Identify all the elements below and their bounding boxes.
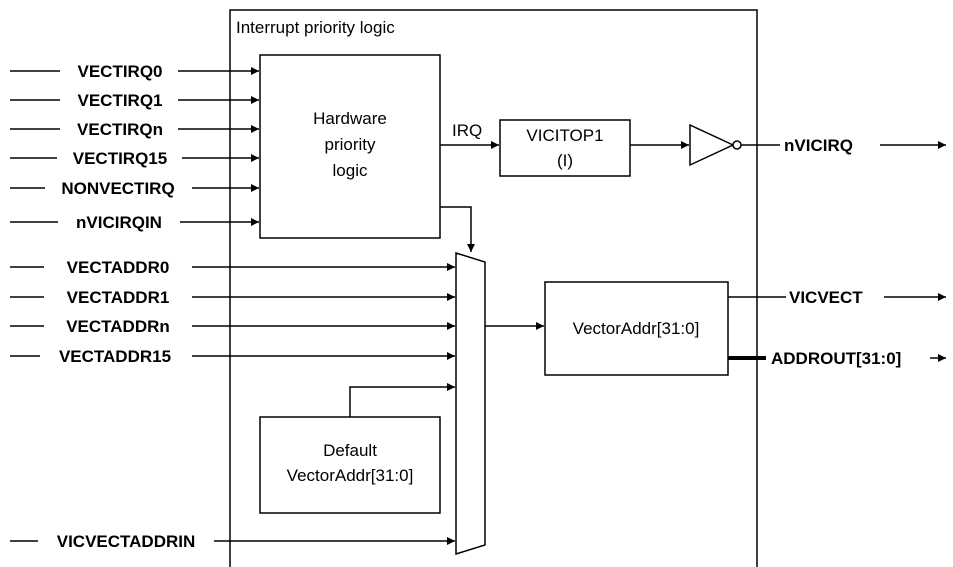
nvicirqin-label: nVICIRQIN (76, 213, 162, 232)
vectaddr-inputs: VECTADDR0 VECTADDR1 VECTADDRn VECTADDR15… (10, 258, 455, 551)
vectirq15-label: VECTIRQ15 (73, 149, 167, 168)
hardware-priority-logic-block (259, 54, 441, 239)
vectirqn-label: VECTIRQn (77, 120, 163, 139)
vectaddrn-label: VECTADDRn (66, 317, 170, 336)
nonvectirq-label: NONVECTIRQ (61, 179, 174, 198)
priority-select-arrow (440, 206, 475, 252)
vectirq1-label: VECTIRQ1 (77, 91, 162, 110)
inverter-bubble (732, 140, 742, 150)
default-vectoraddr-line-2: VectorAddr[31:0] (287, 466, 414, 485)
vicvect-label: VICVECT (789, 288, 863, 307)
inverter-triangle (689, 123, 735, 167)
irq-inputs: VECTIRQ0 VECTIRQ1 VECTIRQn VECTIRQ15 NON… (10, 62, 259, 232)
hw-priority-line-1: Hardware (313, 109, 387, 128)
hw-priority-line-3: logic (333, 161, 368, 180)
hw-priority-line-2: priority (324, 135, 376, 154)
vectoraddr-register-label: VectorAddr[31:0] (573, 319, 700, 338)
vectoraddr-register-block (544, 281, 729, 376)
default-vectoraddr-block (259, 416, 441, 514)
vectirq0-label: VECTIRQ0 (77, 62, 162, 81)
vicitop1-line-2: (I) (557, 151, 573, 170)
vectaddr0-label: VECTADDR0 (67, 258, 170, 277)
vicitop1-line-1: VICITOP1 (526, 126, 603, 145)
vicitop1-block (499, 119, 631, 177)
nvicirq-label: nVICIRQ (784, 136, 853, 155)
vectaddr15-label: VECTADDR15 (59, 347, 171, 366)
inverter-gate (689, 123, 742, 167)
default-vectoraddr-line-1: Default (323, 441, 377, 460)
vicvectaddrin-label: VICVECTADDRIN (57, 532, 196, 551)
irq-label: IRQ (452, 121, 482, 140)
vector-address-multiplexer (455, 251, 486, 556)
addrout-label: ADDROUT[31:0] (771, 349, 901, 368)
vectaddr1-label: VECTADDR1 (67, 288, 170, 307)
container-title: Interrupt priority logic (236, 18, 395, 37)
default-vector-arrow (349, 383, 455, 417)
